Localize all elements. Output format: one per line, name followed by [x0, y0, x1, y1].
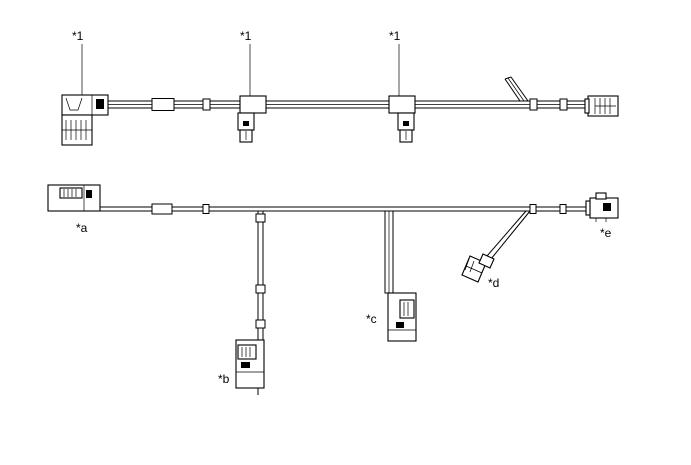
tape-band: [255, 284, 266, 294]
callout-star1-left: *1: [72, 29, 84, 43]
branch-d: [486, 210, 531, 260]
callout-b: *b: [218, 372, 230, 386]
connector-b: [235, 339, 265, 389]
clip-top-right: [388, 95, 416, 143]
bottom-harness: *a *b: [47, 184, 619, 395]
tape-band: [559, 204, 567, 214]
connector-d: [461, 253, 495, 283]
callout-star1-right: *1: [389, 29, 401, 43]
connector-top-left: [61, 94, 109, 146]
top-harness: *1 *1 *1: [61, 29, 619, 146]
connector-c: [387, 292, 417, 342]
callout-d: *d: [488, 276, 499, 290]
tape-band: [529, 204, 537, 214]
tube-sleeve: [151, 98, 175, 111]
tape-band: [202, 204, 210, 214]
branch-cut-wires: [504, 76, 529, 102]
connector-a: [47, 184, 101, 212]
tube-sleeve: [151, 203, 173, 215]
tape-band: [559, 98, 568, 111]
callout-star1-middle: *1: [240, 29, 252, 43]
connector-top-right: [584, 95, 619, 117]
tape-band: [202, 98, 211, 111]
clip-top-middle: [237, 95, 267, 143]
connector-e: [585, 192, 619, 222]
tape-band: [529, 98, 538, 111]
tape-band: [255, 213, 266, 223]
tape-band: [255, 319, 266, 329]
callout-c: *c: [366, 312, 377, 326]
callout-e: *e: [600, 226, 612, 240]
callout-a: *a: [76, 221, 88, 235]
branch-c: [384, 210, 394, 294]
